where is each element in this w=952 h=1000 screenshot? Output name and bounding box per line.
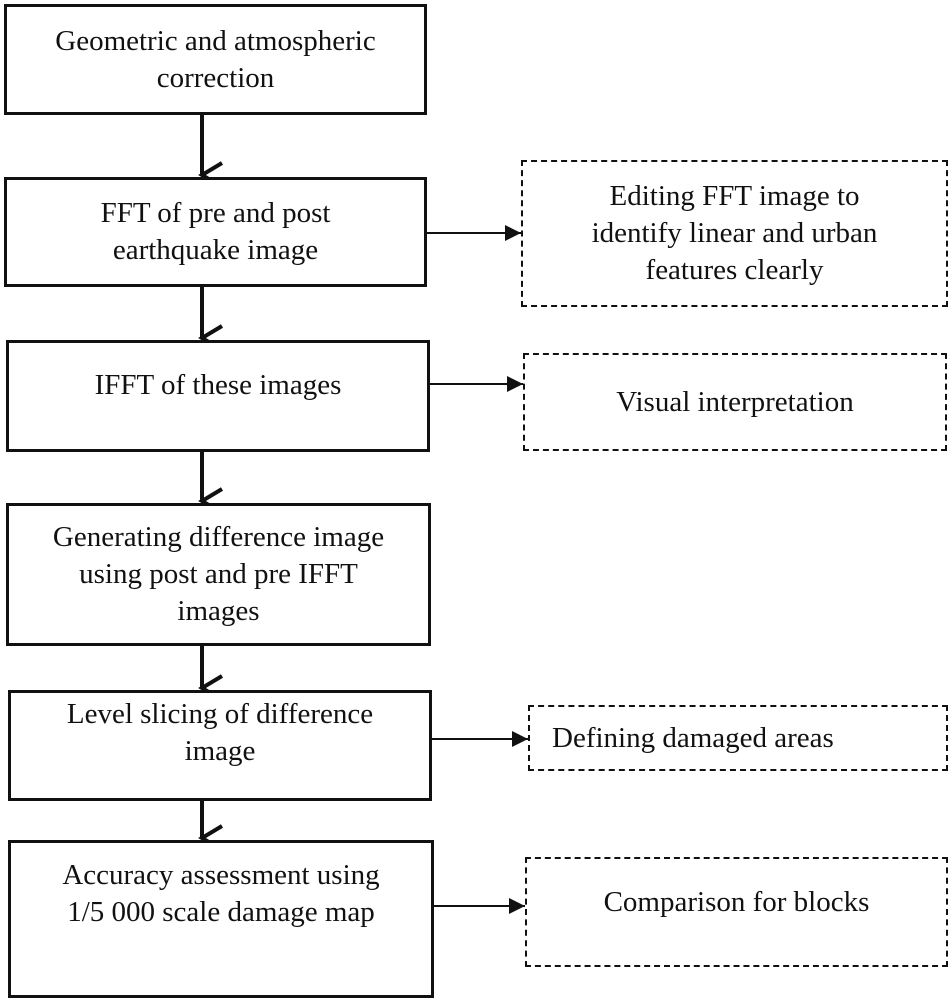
step-accuracy-assessment: Accuracy assessment using 1/5 000 scale … — [8, 840, 434, 998]
side-editing-fft-image: Editing FFT image to identify linear and… — [521, 160, 948, 307]
step-geometric-atmospheric-correction: Geometric and atmospheric correction — [4, 4, 427, 115]
side-comparison-for-blocks: Comparison for blocks — [525, 857, 948, 967]
side-visual-interpretation: Visual interpretation — [523, 353, 947, 451]
step-ifft: IFFT of these images — [6, 340, 430, 452]
side-defining-damaged-areas: Defining damaged areas — [528, 705, 948, 771]
step-level-slicing: Level slicing of difference image — [8, 690, 432, 801]
step-fft-pre-post: FFT of pre and post earthquake image — [4, 177, 427, 287]
step-difference-image: Generating difference image using post a… — [6, 503, 431, 646]
